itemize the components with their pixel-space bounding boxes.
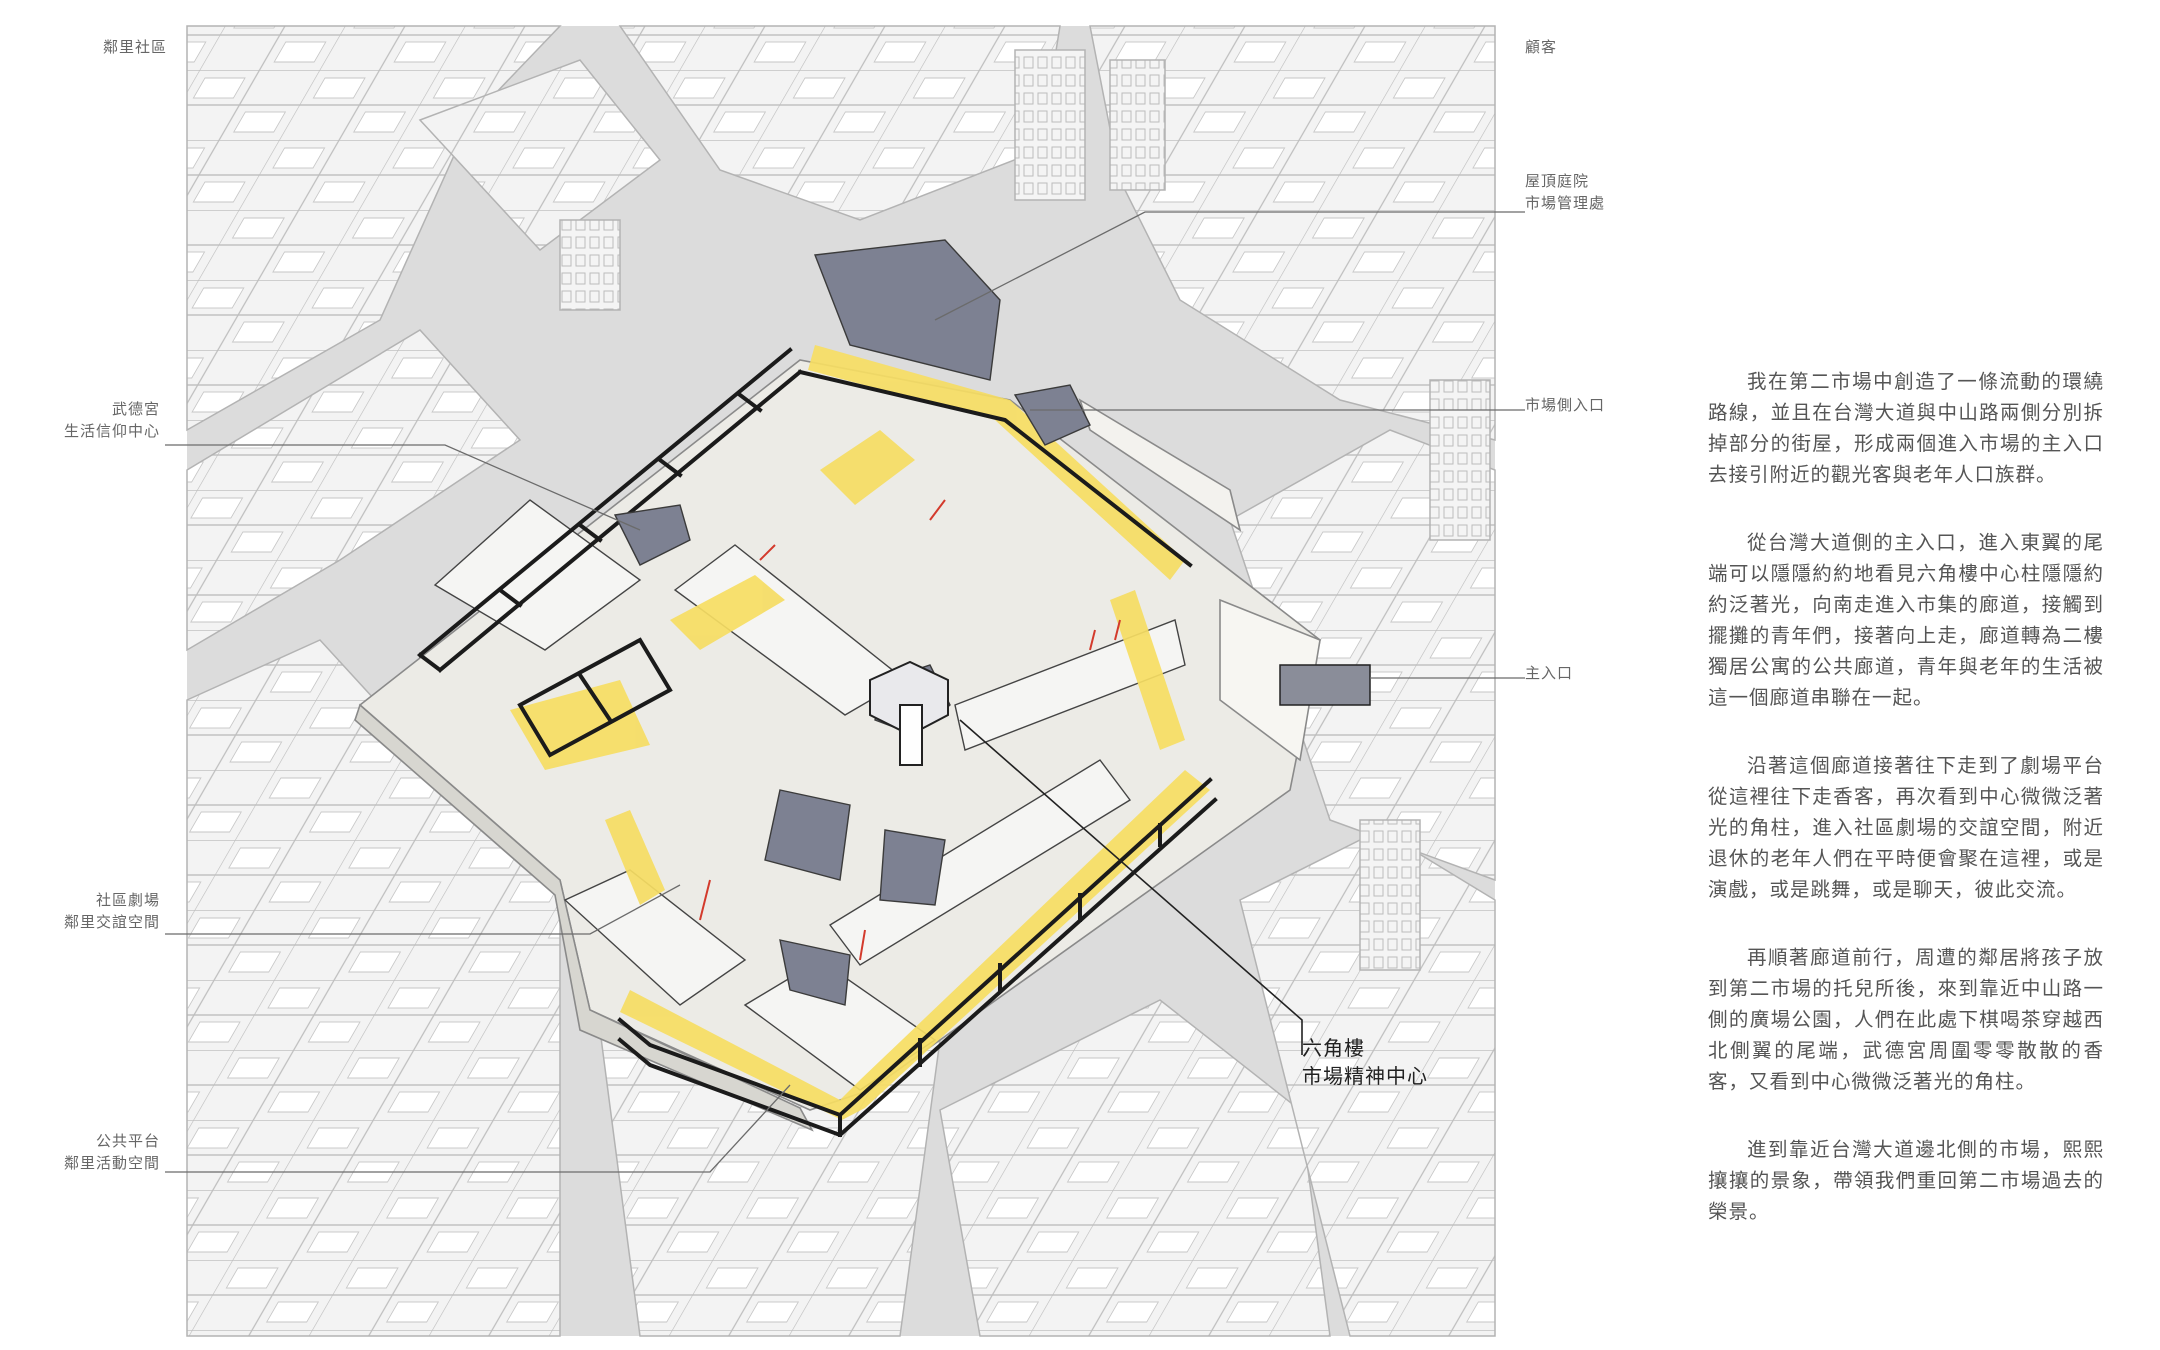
essay-column: 我在第二市場中創造了一條流動的環繞路線，並且在台灣大道與中山路兩側分別拆掉部分的… <box>1708 366 2104 1264</box>
label-theater-line2: 鄰里交誼空間 <box>63 913 160 931</box>
label-theater: 社區劇場 鄰里交誼空間 <box>40 889 160 933</box>
label-temple-line2: 生活信仰中心 <box>63 422 160 440</box>
entrance-kiosk <box>1279 664 1371 706</box>
label-hexagon-line1: 六角樓 <box>1302 1036 1365 1060</box>
label-roof-courtyard-line2: 市場管理處 <box>1525 194 1606 212</box>
tower-blocks <box>559 49 1491 971</box>
essay-paragraph: 從台灣大道側的主入口，進入東翼的尾端可以隱隱約約地看見六角樓中心柱隱隱約約泛著光… <box>1708 531 2104 709</box>
label-temple: 武德宮 生活信仰中心 <box>60 398 160 442</box>
label-main-entrance: 主入口 <box>1525 664 1574 682</box>
label-hexagon-line2: 市場精神中心 <box>1302 1064 1428 1088</box>
hexagon-tower <box>869 660 949 766</box>
label-customers: 顧客 <box>1525 38 1558 56</box>
label-side-entrance: 市場側入口 <box>1525 396 1606 414</box>
label-neighborhood: 鄰里社區 <box>103 38 168 56</box>
essay-paragraph: 進到靠近台灣大道邊北側的市場，熙熙攘攘的景象，帶領我們重回第二市場過去的榮景。 <box>1708 1138 2104 1223</box>
label-roof-courtyard-line1: 屋頂庭院 <box>1525 172 1590 190</box>
leader-lines <box>165 211 1525 1173</box>
label-platform-line2: 鄰里活動空間 <box>63 1154 160 1172</box>
label-theater-line1: 社區劇場 <box>95 891 160 909</box>
circulation-corridor <box>510 345 1210 1120</box>
surrounding-blocks <box>186 25 1496 1337</box>
label-hexagon-tower: 六角樓 市場精神中心 <box>1302 1034 1428 1090</box>
essay-paragraph: 沿著這個廊道接著往下走到了劇場平台從這裡往下走香客，再次看到中心微微泛著光的角柱… <box>1708 754 2104 901</box>
label-platform: 公共平台 鄰里活動空間 <box>40 1130 160 1174</box>
label-roof-courtyard: 屋頂庭院 市場管理處 <box>1525 170 1605 214</box>
label-platform-line1: 公共平台 <box>95 1132 160 1150</box>
essay-paragraph: 再順著廊道前行，周遭的鄰居將孩子放到第二市場的托兒所後，來到靠近中山路一側的廣場… <box>1708 946 2104 1093</box>
label-temple-line1: 武德宮 <box>111 400 160 418</box>
essay-paragraph: 我在第二市場中創造了一條流動的環繞路線，並且在台灣大道與中山路兩側分別拆掉部分的… <box>1708 370 2104 486</box>
